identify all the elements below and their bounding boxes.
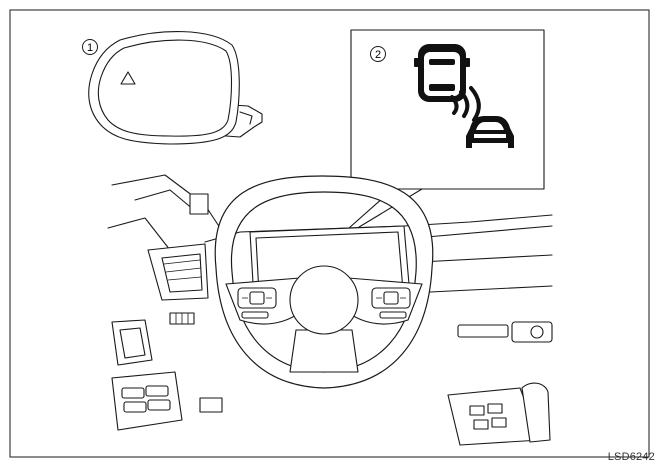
warning-triangle-icon — [120, 71, 136, 85]
figure-code: LSD6242 — [607, 451, 655, 463]
steering-wheel — [214, 175, 434, 389]
car-top-view-icon — [414, 44, 470, 102]
steering-hub — [289, 265, 359, 335]
car-front-icon — [466, 116, 514, 148]
dashboard-scene — [107, 174, 553, 446]
svg-text:1: 1 — [87, 42, 93, 54]
figure-frame — [9, 9, 650, 458]
svg-text:2: 2 — [375, 49, 381, 61]
side-mirror — [88, 30, 263, 145]
signal-waves-icon — [450, 86, 481, 122]
callout-2: 2 — [370, 46, 386, 62]
callout-1: 1 — [82, 39, 98, 55]
meter-display-inset — [330, 29, 545, 245]
